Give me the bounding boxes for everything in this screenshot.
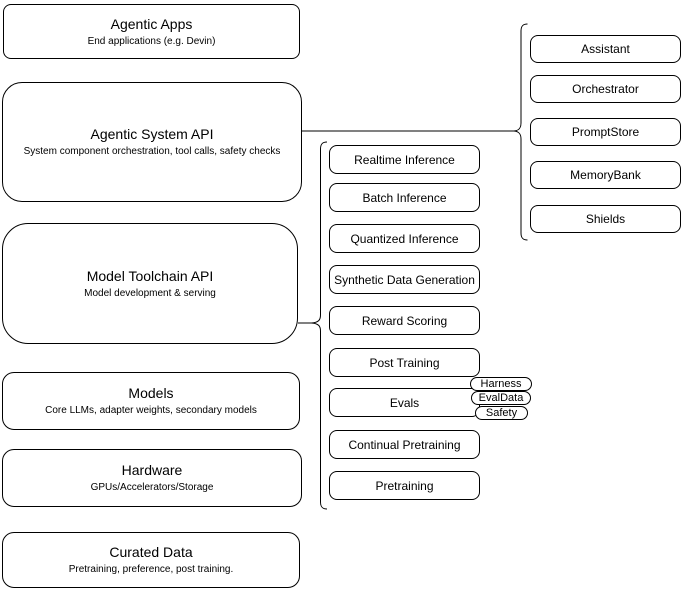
node-model-toolchain-api: Model Toolchain API Model development & … [2,223,298,344]
node-pretraining: Pretraining [329,471,480,500]
badge-evaldata: EvalData [471,391,531,405]
node-subtitle: End applications (e.g. Devin) [87,35,216,47]
node-title: Agentic Apps [110,15,193,32]
node-quantized-inference: Quantized Inference [329,224,480,253]
toolchain-brace [311,141,328,510]
node-continual-pretraining: Continual Pretraining [329,430,480,459]
node-agentic-system-api: Agentic System API System component orch… [2,82,302,202]
node-curated-data: Curated Data Pretraining, preference, po… [2,532,300,588]
node-orchestrator: Orchestrator [530,75,681,103]
node-subtitle: GPUs/Accelerators/Storage [90,482,214,493]
node-promptstore: PromptStore [530,118,681,146]
node-models: Models Core LLMs, adapter weights, secon… [2,372,300,430]
node-reward-scoring: Reward Scoring [329,306,480,335]
node-assistant: Assistant [530,35,681,63]
components-brace [513,23,528,241]
node-hardware: Hardware GPUs/Accelerators/Storage [2,449,302,507]
node-title: Hardware [121,462,183,478]
node-title: Curated Data [109,544,193,560]
node-batch-inference: Batch Inference [329,183,480,212]
badge-harness: Harness [470,377,532,391]
node-memorybank: MemoryBank [530,161,681,189]
node-post-training: Post Training [329,348,480,377]
node-shields: Shields [530,205,681,233]
node-evals: Evals [329,388,480,417]
node-subtitle: Core LLMs, adapter weights, secondary mo… [45,405,257,416]
badge-safety: Safety [475,406,528,420]
node-agentic-apps: Agentic Apps End applications (e.g. Devi… [3,4,300,59]
node-subtitle: Pretraining, preference, post training. [68,564,234,575]
node-title: Models [128,385,174,401]
node-synthetic-data-generation: Synthetic Data Generation [329,265,480,294]
node-title: Model Toolchain API [86,267,214,284]
node-subtitle: Model development & serving [84,287,216,299]
node-subtitle: System component orchestration, tool cal… [23,146,281,157]
node-title: Agentic System API [90,126,214,142]
node-realtime-inference: Realtime Inference [329,145,480,174]
